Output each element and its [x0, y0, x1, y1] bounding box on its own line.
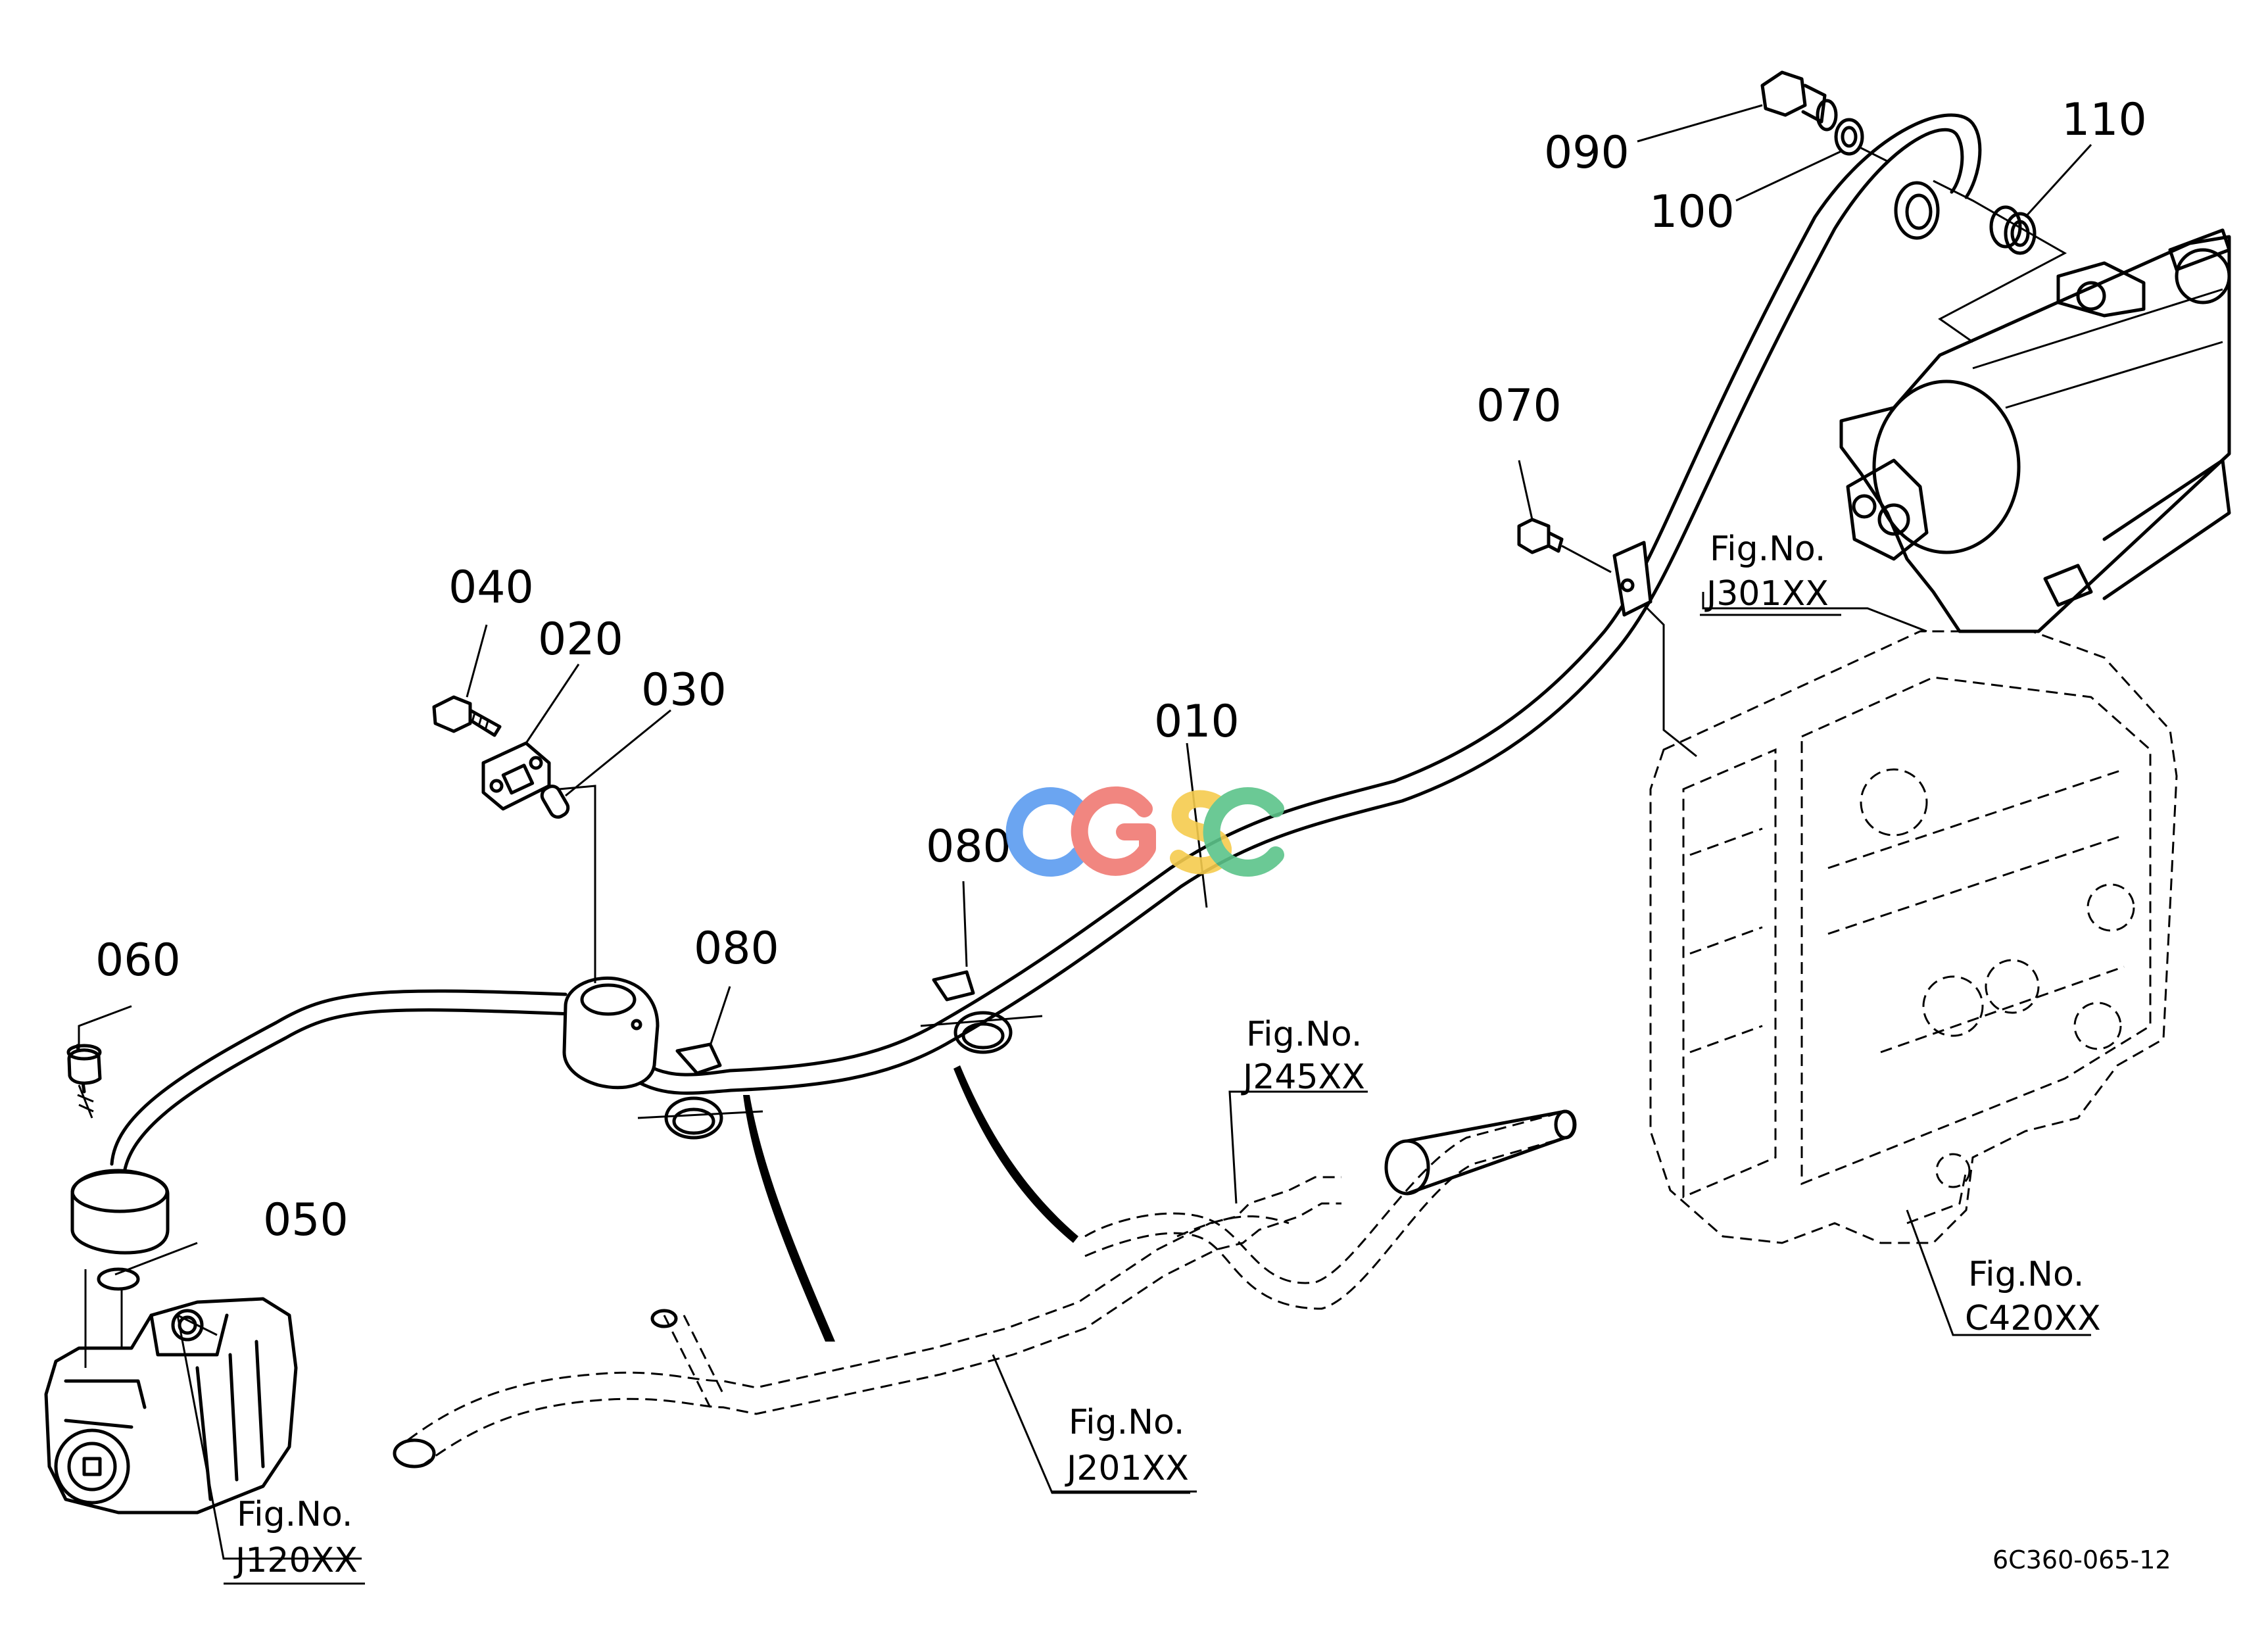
nut-070	[1517, 518, 1564, 554]
part-label-010: 010	[1154, 696, 1240, 748]
hose-clamp-080-right	[920, 970, 1078, 1243]
watermark-logo	[1005, 786, 1284, 877]
part-label-060: 060	[95, 934, 181, 986]
banjo-fitting	[1894, 181, 1940, 240]
fig-ref-prefix: Fig.No.	[237, 1495, 352, 1534]
block-fitting	[562, 976, 660, 1090]
washer-110	[1989, 205, 2037, 255]
part-label-110: 110	[2062, 94, 2147, 146]
fig-ref-j201: Fig.No. J201XX	[1052, 1403, 1197, 1493]
part-label-020: 020	[538, 614, 623, 666]
pipe-010	[110, 113, 1982, 1179]
part-label-080-left: 080	[694, 923, 779, 975]
fig-ref-code: J201XX	[1065, 1449, 1189, 1488]
leader-lines	[78, 104, 2092, 1560]
o-ring-050	[97, 1267, 140, 1291]
banjo-bolt-090	[1760, 70, 1838, 132]
part-label-070: 070	[1476, 380, 1562, 432]
hydraulic-pump	[44, 1269, 298, 1515]
part-label-100: 100	[1649, 186, 1735, 238]
fig-ref-prefix: Fig.No.	[1069, 1403, 1184, 1442]
fig-ref-j120: Fig.No. J120XX	[224, 1495, 365, 1585]
part-label-030: 030	[641, 664, 727, 716]
flange-020	[481, 741, 551, 811]
fig-ref-code: J245XX	[1241, 1057, 1365, 1097]
o-ring-030	[540, 785, 570, 819]
hose-clamp-080-left	[637, 1042, 835, 1342]
part-label-040: 040	[448, 562, 534, 614]
transmission-pipes	[393, 1090, 1577, 1494]
fig-ref-code: J120XX	[233, 1541, 358, 1580]
fig-ref-j301: Fig.No. J301XX	[1700, 529, 1841, 616]
drawing-code: 6C360-065-12	[1992, 1545, 2171, 1574]
fig-ref-j245: Fig.No. J245XX	[1241, 1015, 1365, 1097]
fig-ref-c420: Fig.No. C420XX	[1965, 1255, 2101, 1338]
part-label-050: 050	[263, 1194, 349, 1246]
part-label-080-right: 080	[926, 821, 1011, 873]
washer-100	[1834, 118, 1864, 156]
leader-030-pipe	[558, 785, 596, 983]
fig-ref-prefix: Fig.No.	[1710, 529, 1825, 569]
part-label-090: 090	[1544, 127, 1629, 179]
fig-ref-code: C420XX	[1965, 1299, 2101, 1338]
bolt-040	[432, 695, 502, 737]
fig-ref-prefix: Fig.No.	[1246, 1015, 1362, 1054]
fig-ref-prefix: Fig.No.	[1968, 1255, 2084, 1294]
transmission-case-c420	[1649, 630, 2178, 1244]
leader-banjo	[1860, 147, 2067, 343]
valve-housing-j301	[1839, 228, 2231, 633]
fig-ref-code: J301XX	[1704, 574, 1829, 614]
cylinder-fitting-060	[66, 1044, 170, 1255]
washer-100-inner	[1841, 126, 1858, 148]
bracket-clip	[1561, 541, 1697, 758]
